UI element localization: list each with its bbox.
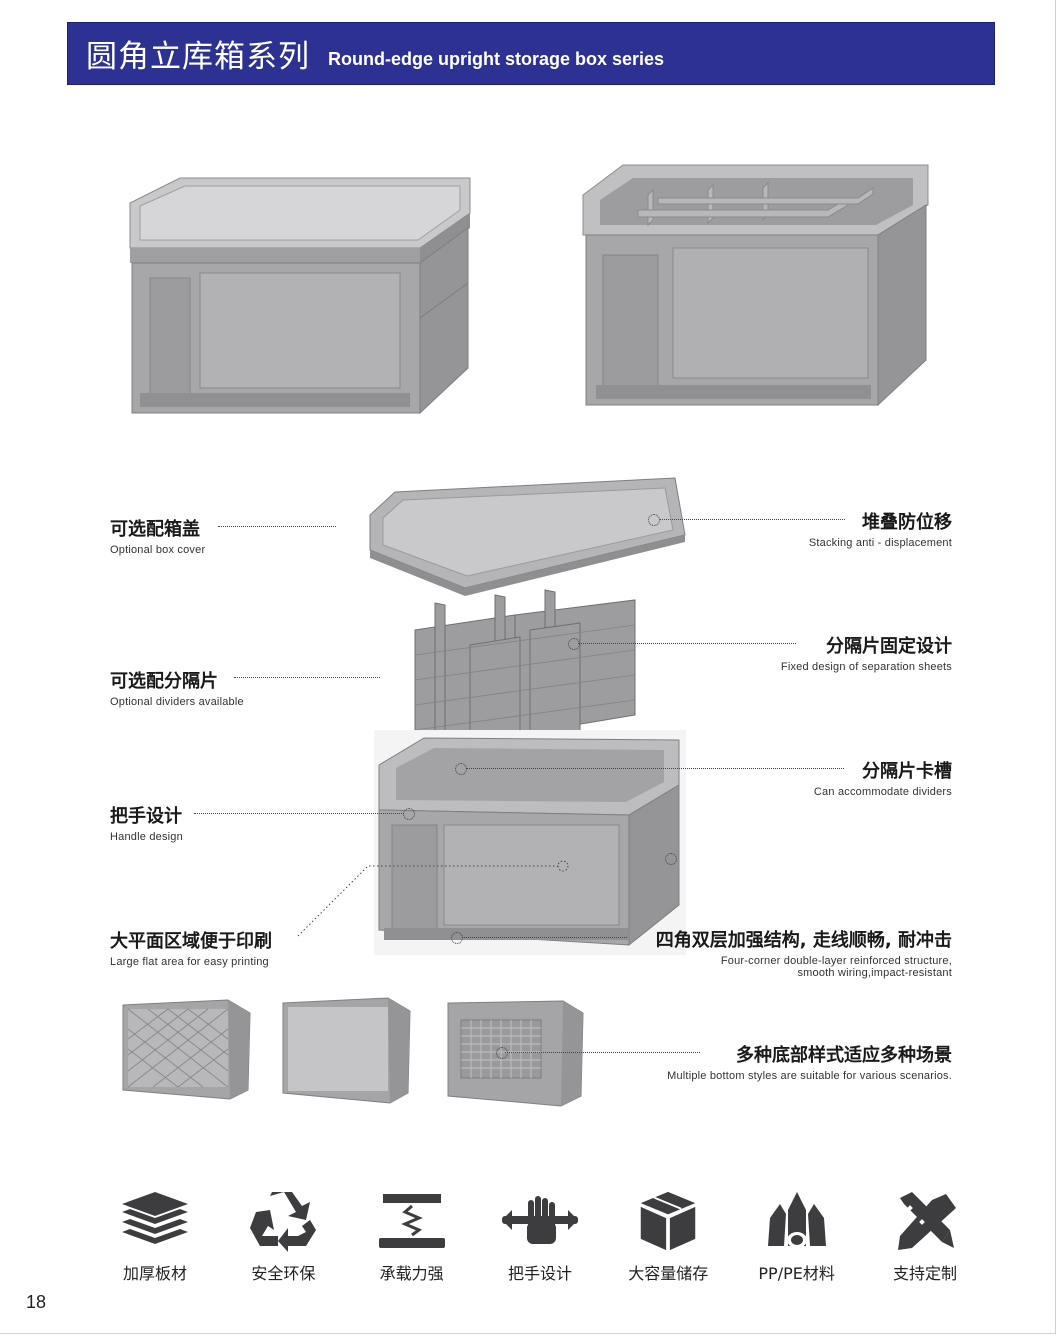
spring-load-icon — [378, 1194, 445, 1248]
exploded-box-image — [374, 730, 686, 955]
box-icon — [641, 1191, 696, 1251]
callout-dividers-fixed-en: Fixed design of separation sheets — [780, 661, 952, 673]
feature-label: 安全环保 — [251, 1264, 316, 1283]
recycle-icon — [250, 1192, 317, 1252]
marker-bottom-styles — [496, 1047, 508, 1059]
leader-line-dividers-optional — [234, 677, 380, 678]
marker-handle — [403, 808, 415, 820]
customize-icon — [897, 1192, 956, 1250]
leader-line-flat-area — [297, 860, 569, 937]
callout-corners: 四角双层加强结构, 走线顺畅, 耐冲击 Four-corner double-l… — [656, 926, 952, 979]
callout-stacking: 堆叠防位移 Stacking anti - displacement — [809, 508, 952, 549]
exploded-lid-image — [369, 477, 686, 596]
callout-handle: 把手设计 Handle design — [110, 802, 183, 843]
callout-box-cover-cn: 可选配箱盖 — [110, 519, 200, 540]
leader-line-dividers-fixed — [578, 643, 796, 644]
leader-line-corners — [462, 937, 627, 938]
callout-bottom-styles-en: Multiple bottom styles are suitable for … — [667, 1070, 952, 1082]
feature-label: 承载力强 — [379, 1264, 444, 1283]
marker-stacking — [648, 514, 660, 526]
leader-line-bottom-styles — [505, 1052, 700, 1053]
callout-corners-cn: 四角双层加强结构, 走线顺畅, 耐冲击 — [655, 930, 952, 951]
material-icon — [767, 1192, 826, 1248]
feature-label: 支持定制 — [892, 1264, 957, 1283]
feature-customize: 支持定制 — [870, 1190, 980, 1290]
callout-stacking-en: Stacking anti - displacement — [808, 537, 952, 549]
feature-label: PP/PE材料 — [758, 1264, 835, 1283]
feature-label: 把手设计 — [507, 1264, 572, 1283]
closed-box-image — [129, 177, 471, 415]
feature-label: 大容量储存 — [628, 1264, 709, 1283]
leader-line-handle — [194, 813, 404, 814]
leader-line-box-cover — [218, 526, 336, 527]
bottom-style-mesh-image — [447, 1000, 584, 1107]
leader-line-stacking — [660, 519, 845, 520]
layers-icon — [122, 1192, 188, 1244]
callout-handle-cn: 把手设计 — [110, 806, 182, 827]
page-title-en: Round-edge upright storage box series — [328, 49, 665, 69]
callout-corners-en-line2: smooth wiring,impact-resistant — [797, 967, 952, 979]
callout-dividers-optional: 可选配分隔片 Optional dividers available — [110, 667, 244, 708]
callout-box-cover-en: Optional box cover — [110, 544, 206, 556]
open-box-dividers-image — [582, 164, 929, 407]
callout-stacking-cn: 堆叠防位移 — [862, 512, 952, 533]
feature-capacity: 大容量储存 — [613, 1190, 723, 1290]
callout-flat-area: 大平面区域便于印刷 Large flat area for easy print… — [110, 927, 272, 968]
callout-divider-slots-en: Can accommodate dividers — [813, 786, 952, 798]
feature-handle: 把手设计 — [485, 1190, 595, 1290]
page-number: 18 — [26, 1292, 47, 1312]
callout-flat-area-cn: 大平面区域便于印刷 — [110, 931, 272, 952]
leader-line-divider-slots — [466, 768, 844, 769]
callout-flat-area-en: Large flat area for easy printing — [110, 956, 269, 968]
feature-eco-safe: 安全环保 — [228, 1190, 338, 1290]
callout-dividers-fixed: 分隔片固定设计 Fixed design of separation sheet… — [781, 632, 952, 673]
marker-corner-right — [665, 853, 677, 865]
feature-thick-board: 加厚板材 — [100, 1190, 210, 1290]
hand-icon — [501, 1196, 578, 1244]
feature-load-bearing: 承载力强 — [357, 1190, 467, 1290]
callout-dividers-fixed-cn: 分隔片固定设计 — [826, 636, 952, 657]
marker-corners — [451, 932, 463, 944]
feature-material: PP/PE材料 — [742, 1190, 852, 1290]
callout-divider-slots-cn: 分隔片卡槽 — [862, 761, 952, 782]
callout-dividers-optional-en: Optional dividers available — [110, 696, 244, 708]
feature-label: 加厚板材 — [122, 1264, 187, 1283]
callout-box-cover: 可选配箱盖 Optional box cover — [110, 515, 205, 556]
callout-divider-slots: 分隔片卡槽 Can accommodate dividers — [814, 757, 952, 798]
callout-dividers-optional-cn: 可选配分隔片 — [110, 671, 218, 692]
callout-handle-en: Handle design — [110, 831, 183, 843]
feature-icons-row: 加厚板材 安全环保 承载力强 — [100, 1190, 980, 1290]
header-banner: 圆角立库箱系列 Round-edge upright storage box s… — [67, 22, 995, 85]
marker-divider-slots — [455, 763, 467, 775]
page-title-cn: 圆角立库箱系列 — [86, 39, 310, 75]
callout-bottom-styles-cn: 多种底部样式适应多种场景 — [736, 1045, 952, 1066]
callout-bottom-styles: 多种底部样式适应多种场景 Multiple bottom styles are … — [667, 1041, 952, 1082]
callout-corners-en-line1: Four-corner double-layer reinforced stru… — [720, 955, 952, 967]
bottom-style-flat-image — [282, 997, 411, 1104]
bottom-style-grid-image — [122, 999, 251, 1100]
marker-dividers-fixed — [568, 638, 580, 650]
